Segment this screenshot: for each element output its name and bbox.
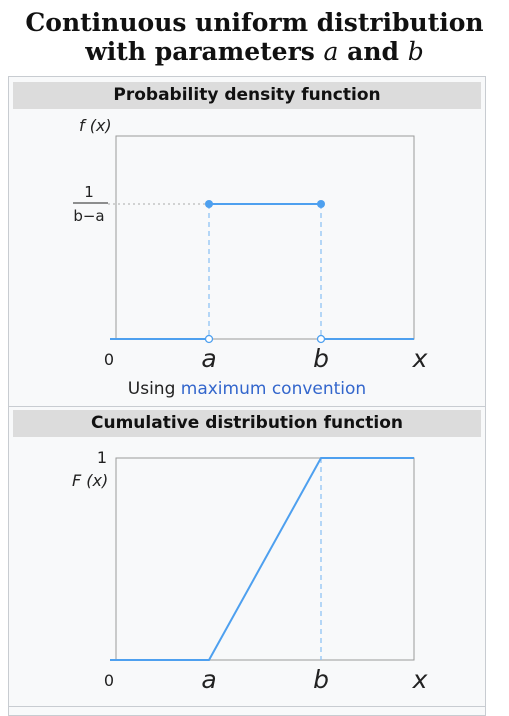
cdf-xtick-x: x (412, 665, 428, 694)
pdf-chart: f (x) 1 b−a 0 a b x (73, 116, 428, 373)
pdf-section-header: Probability density function (13, 82, 481, 109)
pdf-ytick-numerator: 1 (84, 183, 94, 201)
pdf-point-a-filled (205, 200, 213, 208)
pdf-point-a-open (204, 334, 214, 344)
cdf-chart: 1 F (x) 0 a b x (72, 448, 428, 694)
pdf-xtick-x: x (412, 344, 428, 373)
pdf-ylabel: f (x) (79, 116, 112, 135)
pdf-caption: Using maximum convention (127, 379, 367, 399)
pdf-ytick-denominator: b−a (73, 207, 104, 225)
cdf-xtick-0: 0 (104, 671, 114, 690)
pdf-xtick-b: b (313, 344, 329, 373)
cdf-line (110, 457, 414, 661)
cdf-ylabel: F (x) (72, 471, 108, 490)
pdf-point-b-filled (317, 200, 325, 208)
section-divider (9, 406, 485, 407)
title-param-a: a (323, 37, 339, 66)
maximum-convention-link[interactable]: maximum convention (180, 379, 367, 399)
cdf-xtick-b: b (313, 665, 329, 694)
cdf-ytick-1: 1 (97, 448, 107, 467)
title-line-2: with parameters a and b (85, 37, 424, 66)
cdf-plot-frame (115, 457, 415, 661)
cdf-section-header: Cumulative distribution function (13, 410, 481, 437)
title-param-b: b (407, 37, 424, 66)
section-divider-bottom (9, 706, 485, 707)
cdf-xtick-a: a (201, 665, 216, 694)
title-line-1: Continuous uniform distribution (25, 8, 484, 37)
pdf-xtick-0: 0 (104, 350, 114, 369)
infobox: Probability density function f (x) 1 b−a… (8, 76, 486, 716)
pdf-plot-frame (115, 135, 415, 340)
pdf-xtick-a: a (201, 344, 216, 373)
page-title: Continuous uniform distribution with par… (0, 8, 509, 66)
pdf-point-b-open (316, 334, 326, 344)
